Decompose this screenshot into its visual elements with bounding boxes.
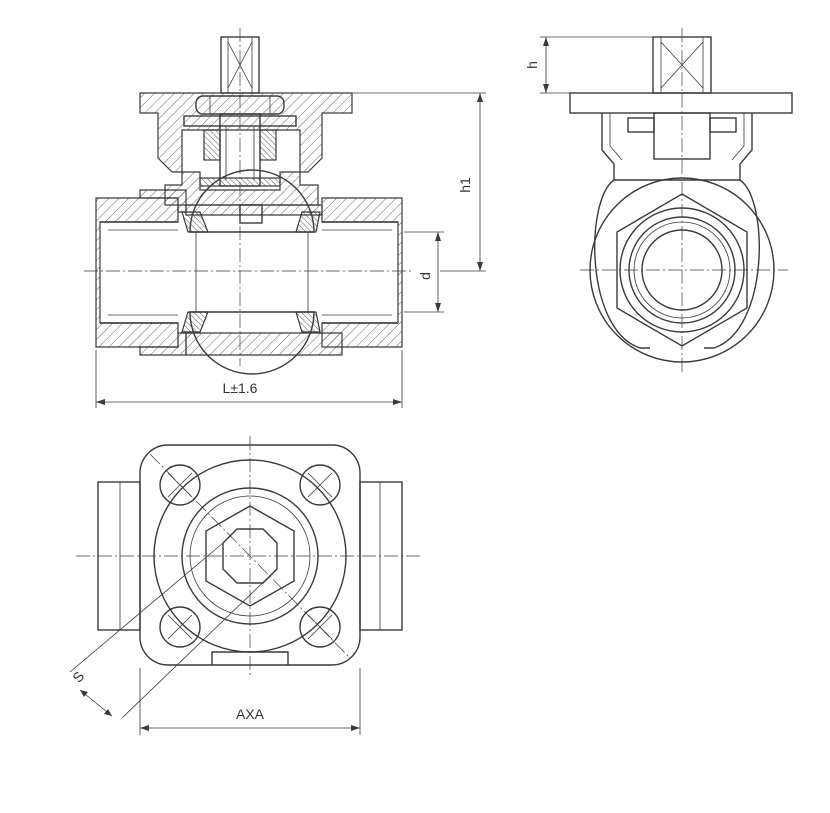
body-neck <box>164 171 319 206</box>
side-body-outline <box>594 179 760 349</box>
right-end-cap <box>321 197 403 348</box>
bore-dimension: d <box>404 231 444 313</box>
top-hex-nut <box>205 505 295 607</box>
mounting-pad <box>139 92 353 173</box>
h-label: h <box>524 61 540 69</box>
seat-lower-right <box>295 311 321 333</box>
mounting-square-dimension: AXA <box>139 668 361 735</box>
body-center-bottom <box>185 332 343 356</box>
h-dimension: h <box>524 36 653 94</box>
side-view: h <box>524 28 793 372</box>
top-view: S AXA <box>69 436 420 735</box>
seat-upper-right <box>295 211 321 233</box>
seat-upper-left <box>181 211 209 233</box>
side-mounting-pad <box>569 92 793 114</box>
packing-right <box>259 129 277 161</box>
side-bracket <box>601 113 753 180</box>
ball <box>189 169 315 375</box>
side-nut-right <box>709 117 737 133</box>
seat-lower-left <box>181 311 209 333</box>
bolt-hole-tr <box>299 464 341 506</box>
front-section-view: d h1 L±1.6 <box>84 28 486 408</box>
bolt-hole-bl <box>159 606 201 648</box>
bore-label: d <box>417 272 433 280</box>
h1-label: h1 <box>457 177 473 193</box>
packing-left <box>203 129 221 161</box>
stem-flats-label: S <box>69 668 87 685</box>
left-end-cap <box>95 197 179 348</box>
h1-dimension: h1 <box>352 92 486 272</box>
length-label: L±1.6 <box>223 380 258 396</box>
side-nut-left <box>627 117 655 133</box>
mounting-square-label: AXA <box>236 706 265 722</box>
left-end-cap-flange <box>139 189 187 213</box>
length-dimension: L±1.6 <box>95 350 403 408</box>
